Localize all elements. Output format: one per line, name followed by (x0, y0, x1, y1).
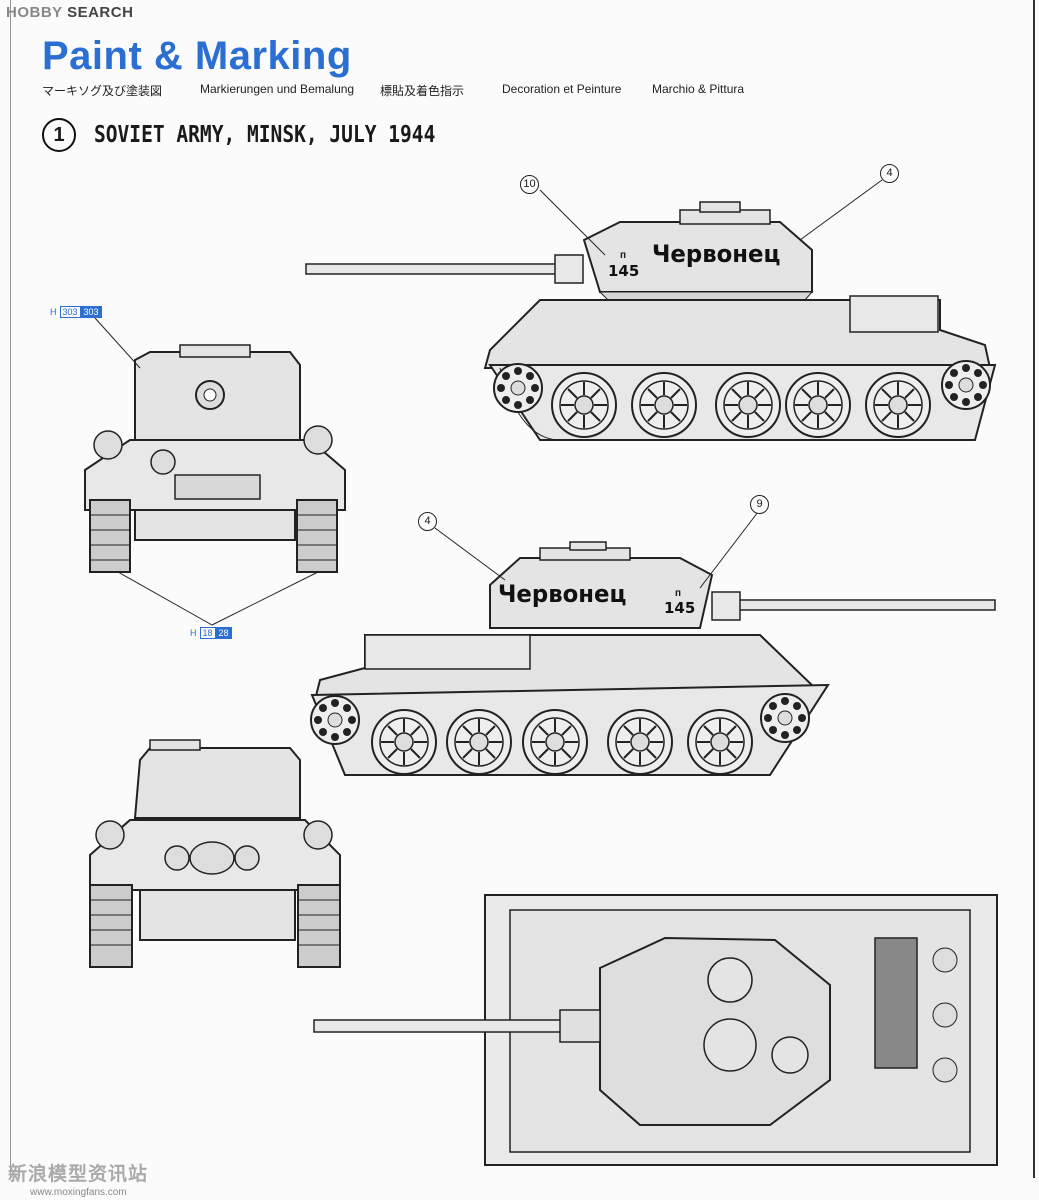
section-heading: SOVIET ARMY, MINSK, JULY 1944 (94, 122, 436, 148)
top-watermark: HOBBY SEARCH (6, 4, 133, 21)
watermark-search: SEARCH (67, 4, 134, 21)
bottom-watermark: 新浪模型资讯站 (8, 1164, 149, 1185)
tank-side-view-right (310, 541, 996, 776)
subtitle-german: Markierungen und Bemalung (200, 82, 355, 96)
color-code-tracks: H 18 28 (190, 627, 232, 639)
code-acrysion: 28 (215, 627, 232, 639)
code-acrysion: 303 (80, 306, 102, 318)
watermark-brand: HOBBY (6, 4, 63, 21)
tank-top-view (313, 894, 998, 1166)
turret-number-lower: 145 (664, 599, 696, 617)
tank-rear-view (89, 739, 341, 968)
tank-front-view (84, 344, 346, 573)
bottom-watermark-url: www.moxingfans.com (30, 1187, 127, 1198)
callout-9: 9 (750, 495, 769, 514)
page-title: Paint & Marking (42, 34, 352, 78)
code-hobby: 303 (59, 306, 81, 318)
callout-4-lower: 4 (418, 512, 437, 531)
leader-lines (94, 179, 883, 626)
code-prefix: H (190, 628, 197, 638)
turret-number-upper: 145 (608, 262, 640, 280)
tank-side-view-left (305, 201, 997, 441)
section-number: 1 (42, 118, 76, 152)
subtitle-italian: Marchio & Pittura (652, 82, 745, 96)
subtitle-japanese: マーキソグ及び塗装図 (42, 84, 163, 98)
turret-name-lower: Червонец (498, 580, 627, 608)
turret-name-upper: Червонец (652, 240, 781, 268)
subtitle-chinese: 標貼及着色指示 (380, 84, 465, 98)
color-code-turret: H 303 303 (50, 306, 102, 318)
page-frame (10, 0, 1035, 1178)
code-prefix: H (50, 307, 57, 317)
turret-prefix-upper: п (620, 250, 627, 261)
subtitle-french: Decoration et Peinture (502, 82, 622, 96)
turret-prefix-lower: п (675, 588, 682, 599)
code-hobby: 18 (199, 627, 216, 639)
callout-10: 10 (520, 175, 539, 194)
callout-4-upper: 4 (880, 164, 899, 183)
